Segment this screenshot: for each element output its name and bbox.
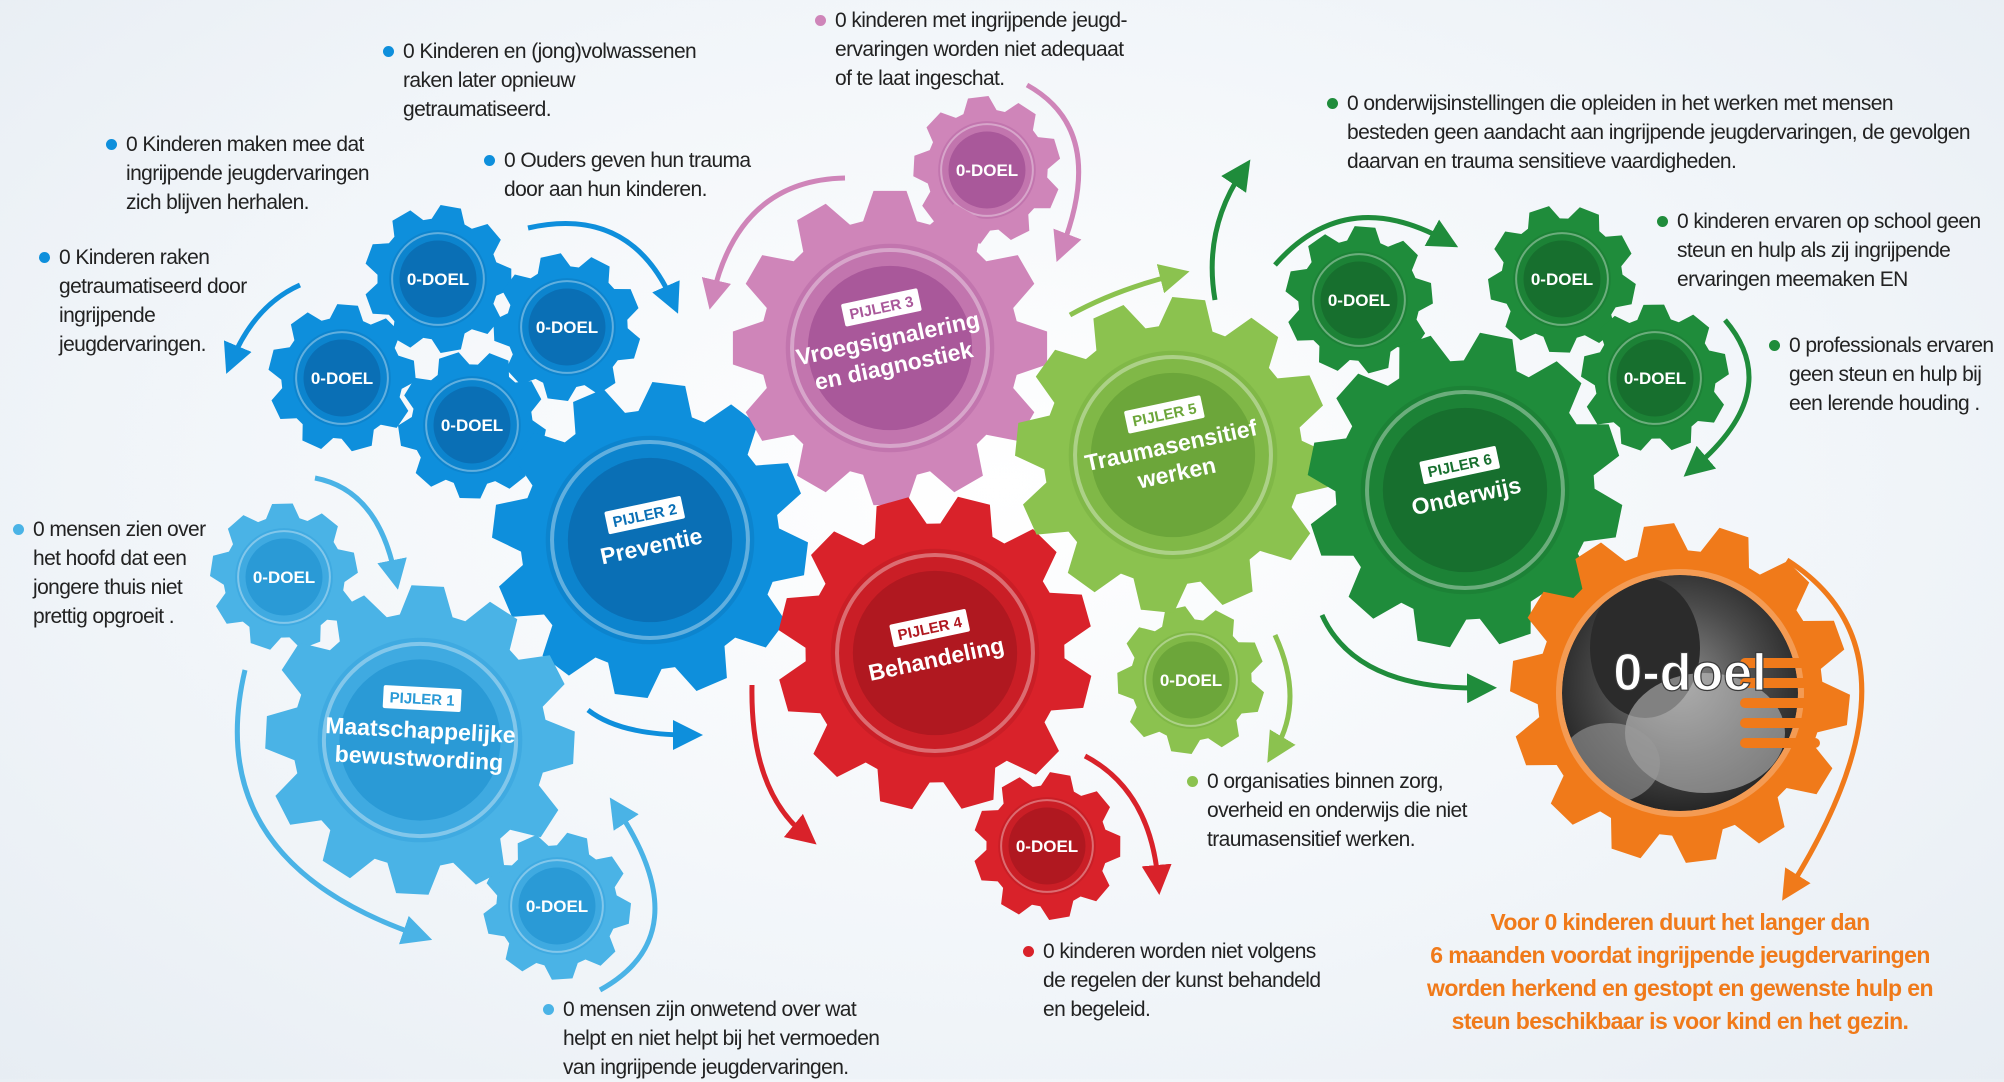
flow-arrow <box>1209 159 1251 301</box>
pillar-tag: PIJLER 1 <box>389 689 455 709</box>
small-gear-0-doel <box>913 96 1061 244</box>
pillar-tag-box <box>382 685 462 712</box>
pillar-gear-p1 <box>265 585 575 895</box>
bullet-dot <box>1023 946 1034 957</box>
annotation-treatment: 0 kinderen worden niet volgens de regele… <box>1023 937 1321 1024</box>
goal-hand-stripe <box>1740 678 1820 688</box>
annotation-late-assessment: 0 kinderen met ingrijpende jeugd- ervari… <box>815 6 1128 93</box>
goal-hand-stripe <box>1740 658 1820 668</box>
pillar-tag-box <box>1419 446 1500 485</box>
pillar-tag-box <box>889 609 970 648</box>
annotation-parents-pass-trauma: 0 Ouders geven hun trauma door aan hun k… <box>484 146 751 204</box>
annotation-overlooked-youth: 0 mensen zien over het hoofd dat een jon… <box>13 515 206 631</box>
flow-arrow <box>314 475 407 590</box>
flow-arrow <box>223 282 302 374</box>
pillar-gear-p2 <box>492 382 808 698</box>
bullet-dot <box>815 15 826 26</box>
goal-gear <box>1510 523 1850 863</box>
small-gear-label: 0-DOEL <box>311 369 373 388</box>
small-gear-0-doel <box>493 253 641 401</box>
flow-arrow <box>586 708 703 750</box>
annotation-unaware-people: 0 mensen zijn onwetend over wat helpt en… <box>543 995 880 1082</box>
small-gear-0-doel <box>1581 304 1729 451</box>
small-gear-0-doel <box>483 832 631 980</box>
annotation-repeat-experiences: 0 Kinderen maken mee dat ingrijpende jeu… <box>106 130 370 217</box>
bullet-dot <box>543 1004 554 1015</box>
goal-title: 0-doel <box>1613 644 1766 702</box>
bullet-dot <box>1769 340 1780 351</box>
bullet-dot <box>1657 216 1668 227</box>
small-gear-0-doel <box>1285 226 1433 374</box>
small-gear-label: 0-DOEL <box>1328 291 1390 310</box>
pillar-tag-box <box>604 496 685 535</box>
annotation-school-support: 0 kinderen ervaren op school geen steun … <box>1657 207 1981 294</box>
flow-arrow <box>1068 264 1190 318</box>
small-gear-0-doel <box>268 304 416 452</box>
flow-arrow <box>1273 215 1459 267</box>
goal-hand-stripe <box>1740 738 1820 748</box>
annotation-professionals: 0 professionals ervaren geen steun en hu… <box>1769 331 1994 418</box>
small-gear-0-doel <box>1117 606 1264 754</box>
small-gear-0-doel <box>1488 206 1636 353</box>
flow-arrow <box>527 221 680 314</box>
flow-arrow <box>1319 613 1497 704</box>
small-gear-label: 0-DOEL <box>956 161 1018 180</box>
annotation-traumatised-children: 0 Kinderen raken getraumatiseerd door in… <box>39 243 247 359</box>
pillar-tag-box <box>841 288 922 327</box>
small-gear-label: 0-DOEL <box>536 318 598 337</box>
annotation-education-institutions: 0 onderwijsinstellingen die opleiden in … <box>1327 89 1971 176</box>
flow-arrow <box>1683 318 1752 477</box>
small-gear-label: 0-DOEL <box>407 270 469 289</box>
flow-arrow <box>1025 82 1082 262</box>
flow-arrow <box>598 797 658 993</box>
bullet-dot <box>39 252 50 263</box>
flow-arrow <box>701 175 846 310</box>
small-gear-label: 0-DOEL <box>1016 837 1078 856</box>
flow-arrow <box>1083 753 1172 895</box>
gears-layer <box>210 96 1850 980</box>
small-gear-0-doel <box>398 352 546 499</box>
arrows-layer <box>223 82 1865 993</box>
bullet-dot <box>1327 98 1338 109</box>
small-gear-label: 0-DOEL <box>1624 369 1686 388</box>
bullet-dot <box>106 139 117 150</box>
pillar-gear-p4 <box>778 496 1092 810</box>
goal-hand-stripe <box>1740 718 1820 728</box>
flow-arrow <box>1782 557 1865 901</box>
bullet-dot <box>383 46 394 57</box>
bullet-dot <box>484 155 495 166</box>
small-gear-label: 0-DOEL <box>441 416 503 435</box>
flow-arrow <box>234 669 433 945</box>
flow-arrow <box>749 684 817 845</box>
small-gear-0-doel <box>210 503 358 650</box>
pillar-tag-box <box>1124 395 1205 434</box>
bullet-dot <box>13 524 24 535</box>
bullet-dot <box>1187 776 1198 787</box>
annotation-retraumatised: 0 Kinderen en (jong)volwassenen raken la… <box>383 37 697 124</box>
small-gear-label: 0-DOEL <box>1531 270 1593 289</box>
small-gear-label: 0-DOEL <box>1160 671 1222 690</box>
goal-hand-stripe <box>1740 698 1820 708</box>
annotation-organisations: 0 organisaties binnen zorg, overheid en … <box>1187 767 1467 854</box>
small-gear-label: 0-DOEL <box>253 568 315 587</box>
flow-arrow <box>1267 633 1296 763</box>
final-statement: Voor 0 kinderen duurt het langer dan 6 m… <box>1427 909 1934 1034</box>
small-gear-0-doel <box>365 205 512 353</box>
pillar-gear-p6 <box>1307 332 1623 648</box>
small-gear-0-doel <box>974 772 1121 920</box>
small-gear-label: 0-DOEL <box>526 897 588 916</box>
